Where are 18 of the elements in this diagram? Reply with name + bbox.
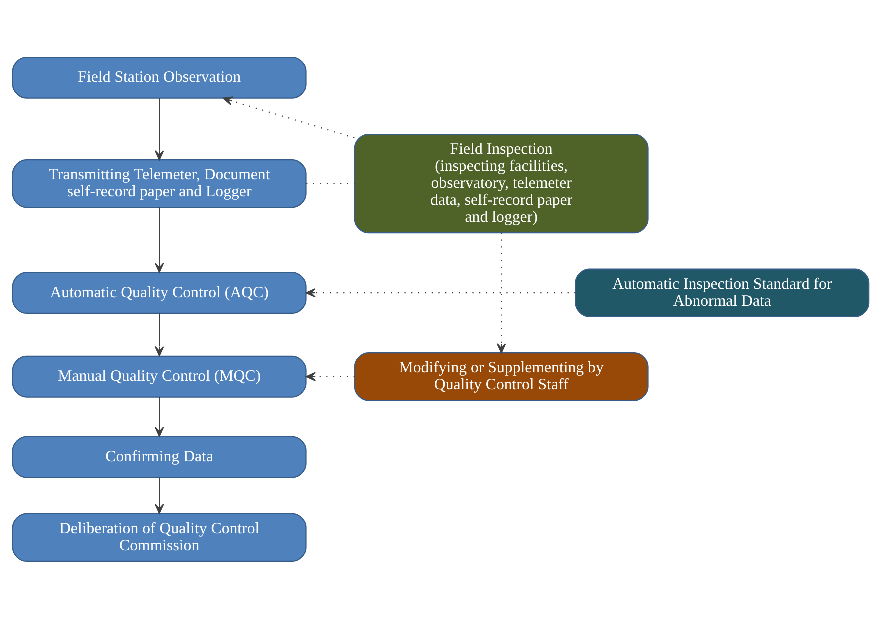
node-box: Deliberation of Quality Control Commission xyxy=(12,512,307,562)
node-box: Transmitting Telemeter, Document self-record paper and Logger xyxy=(12,158,307,208)
arrow xyxy=(154,98,164,160)
arrow xyxy=(306,372,355,382)
arrow xyxy=(154,396,164,437)
node-box: Manual Quality Control (MQC) xyxy=(12,355,307,398)
node-box: Confirming Data xyxy=(12,436,307,478)
arrow xyxy=(496,232,506,354)
arrow xyxy=(154,477,164,514)
arrow xyxy=(154,313,164,356)
node-box: Automatic Inspection Standard for Abnormal Data xyxy=(575,268,870,317)
arrow xyxy=(306,288,576,298)
node-box: Field Station Observation xyxy=(12,56,307,98)
arrow xyxy=(222,96,355,138)
node-box: Modifying or Supplementing by Quality Control Staff xyxy=(354,352,649,401)
node-box: Automatic Quality Control (AQC) xyxy=(12,272,307,314)
node-box: Field Inspection (inspecting facilities, observatory, telemeter data, self-record paper and logger) xyxy=(354,133,649,234)
arrow xyxy=(154,207,164,273)
